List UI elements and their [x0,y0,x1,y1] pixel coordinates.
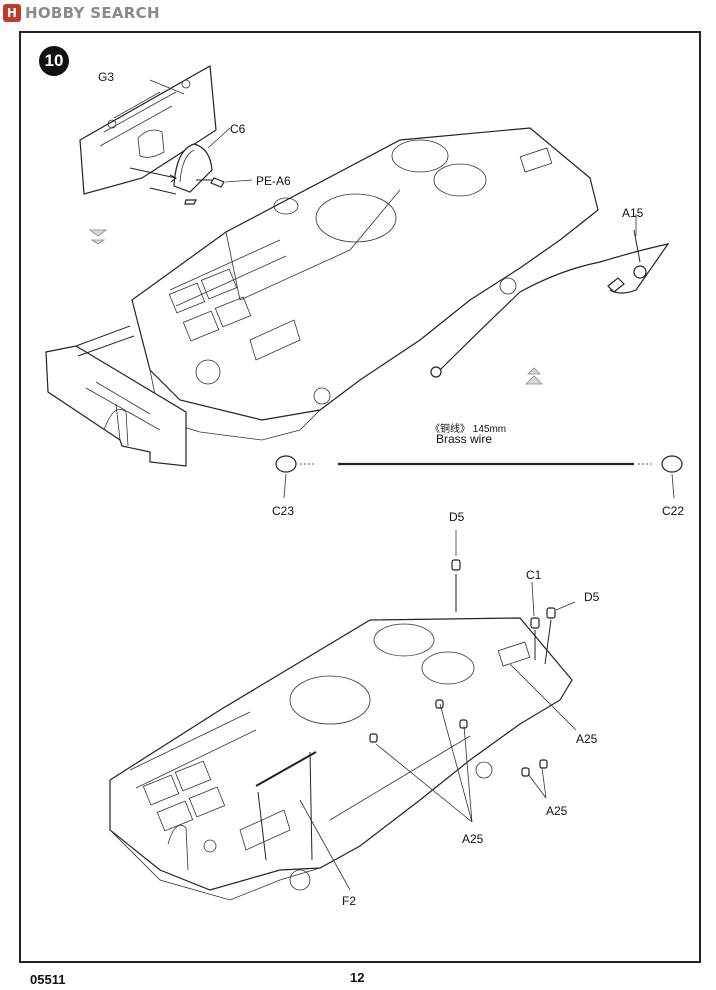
label-c23: C23 [272,504,295,518]
pe-a6-part-drawing [184,177,225,205]
label-wire-cn: 《铜线》 [430,424,470,435]
rear-panel-drawing [45,345,187,467]
engine-grille-panels-bottom [142,760,226,832]
label-wire-length: 《铜线》 145mm [430,420,506,435]
small-parts-bottom [369,559,556,777]
label-wire-mm: 145mm [472,424,507,435]
hatch-c6-drawing [173,143,213,193]
product-code: 05511 [30,972,66,987]
label-c1: C1 [526,568,542,582]
instruction-page-frame [19,31,701,963]
label-g3: G3 [98,70,115,84]
label-pe-a6: PE-A6 [256,174,291,188]
step-number-badge: 10 [39,46,69,76]
label-c22: C22 [662,504,685,518]
brass-wire-drawing [275,455,683,473]
logo-text: HOBBY SEARCH [25,4,160,22]
a15-cable-drawing [430,243,670,378]
label-a25-center: A25 [462,832,484,846]
engine-grille-panels-top [168,268,252,342]
label-a25-lower-right: A25 [546,804,568,818]
hobbysearch-logo: H HOBBY SEARCH [3,3,160,23]
label-c6: C6 [230,122,246,136]
logo-mark: H [3,4,21,22]
label-d5-top: D5 [449,510,465,524]
label-a15: A15 [622,206,644,220]
label-d5-right: D5 [584,590,600,604]
hull-bottom-drawing [109,617,573,901]
label-f2: F2 [342,894,357,908]
page-number: 12 [350,970,365,985]
label-brass-wire: Brass wire [436,432,493,446]
label-a25-right: A25 [576,732,598,746]
hull-top-drawing [131,127,599,441]
rear-door-g3-drawing [79,65,217,195]
